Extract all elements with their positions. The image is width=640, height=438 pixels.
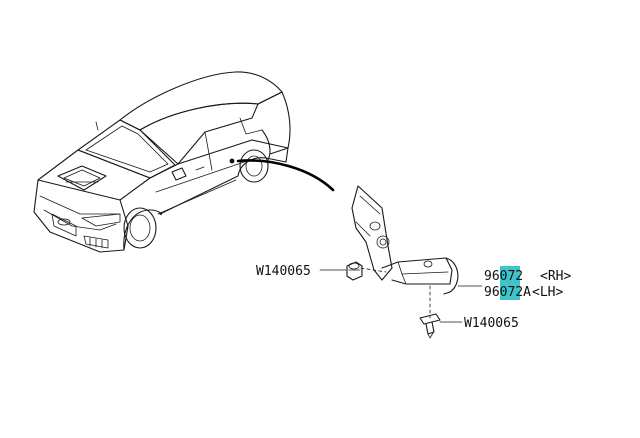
fastener-label-lower[interactable]: W140065 bbox=[464, 316, 519, 331]
vehicle-illustration bbox=[33, 71, 291, 253]
mount-point-marker bbox=[229, 158, 235, 164]
bracket-part-illustration bbox=[351, 185, 483, 319]
part-number-lh[interactable]: 96072A bbox=[484, 285, 531, 300]
part-number-rh[interactable]: 96072 bbox=[484, 269, 523, 284]
nut-fastener-icon bbox=[346, 261, 363, 281]
part-number-highlight bbox=[500, 266, 520, 300]
clip-fastener-icon bbox=[419, 313, 441, 339]
fastener-label-upper[interactable]: W140065 bbox=[256, 264, 311, 279]
callout-pointer-curve bbox=[236, 159, 335, 192]
part-side-rh: <RH> bbox=[540, 269, 571, 284]
part-side-lh: <LH> bbox=[532, 285, 563, 300]
